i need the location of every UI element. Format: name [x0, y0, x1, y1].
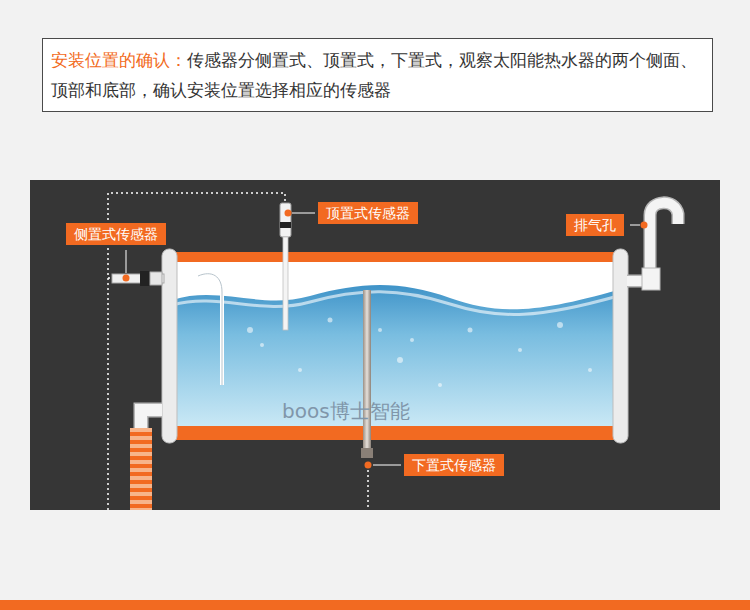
watermark: boos博士智能: [282, 398, 410, 425]
callout-tag: 排气孔: [566, 214, 624, 236]
note-box: 安装位置的确认：传感器分侧置式、顶置式，下置式，观察太阳能热水器的两个侧面、顶部…: [42, 38, 713, 112]
callout-text: 侧置式传感器: [74, 226, 158, 242]
note-heading: 安装位置的确认：: [51, 50, 187, 70]
callout-text: 下置式传感器: [412, 457, 496, 473]
callout-tag: 顶置式传感器: [318, 202, 418, 224]
callout-text: 顶置式传感器: [326, 205, 410, 221]
callout-tag: 侧置式传感器: [66, 223, 166, 245]
callout-text: 排气孔: [574, 217, 616, 233]
callout-tag: 下置式传感器: [404, 454, 504, 476]
